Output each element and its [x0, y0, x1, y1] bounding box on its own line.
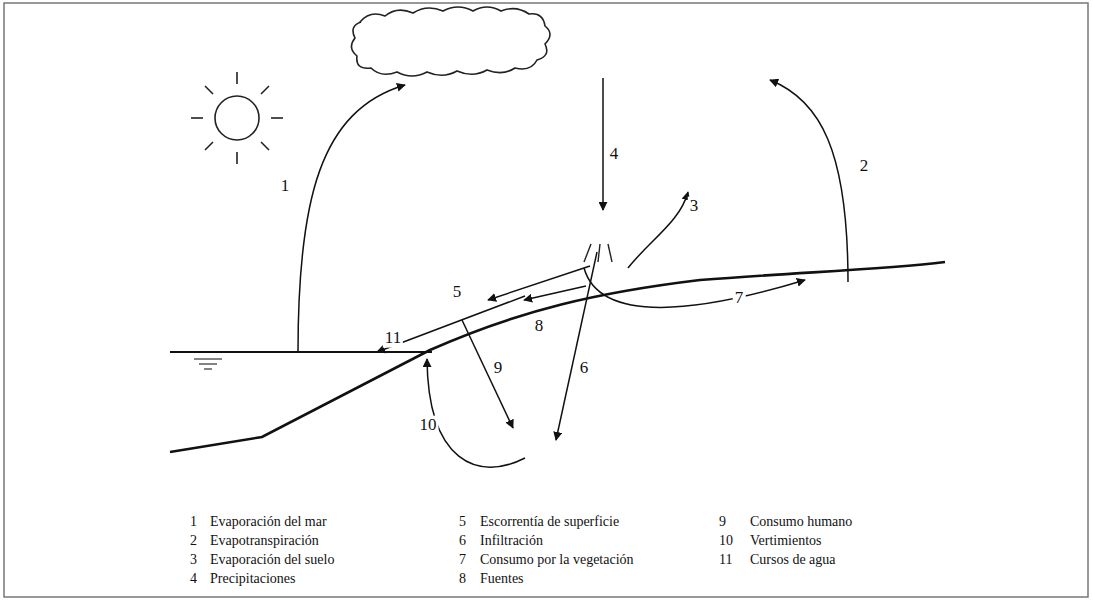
callout-number: 2 — [858, 157, 871, 176]
legend-text: Infiltración — [480, 533, 543, 548]
callout-number: 9 — [492, 359, 505, 378]
legend-text: Evapotranspiración — [210, 533, 319, 548]
callout-number: 10 — [418, 416, 439, 435]
callout-number: 11 — [383, 329, 403, 348]
callout-number: 7 — [733, 289, 746, 308]
legend-number: 9 — [719, 514, 726, 529]
legend-number: 5 — [459, 514, 466, 529]
legend-number: 8 — [459, 571, 466, 586]
callout-number: 8 — [533, 317, 546, 336]
legend-number: 11 — [719, 552, 732, 567]
legend-number: 4 — [190, 571, 197, 586]
callout-number: 3 — [688, 197, 701, 216]
callout-number: 4 — [608, 145, 621, 164]
callout-number: 5 — [451, 283, 464, 302]
legend-text: Cursos de agua — [750, 552, 836, 567]
legend-text: Evaporación del suelo — [210, 552, 334, 567]
legend-text: Evaporación del mar — [210, 514, 327, 529]
legend-number: 6 — [459, 533, 466, 548]
legend-text: Escorrentía de superficie — [480, 514, 619, 529]
callout-number: 1 — [279, 177, 292, 196]
legend-text: Fuentes — [480, 571, 524, 586]
legend-number: 7 — [459, 552, 466, 567]
legend-number: 2 — [190, 533, 197, 548]
legend-number: 3 — [190, 552, 197, 567]
legend-number: 1 — [190, 514, 197, 529]
legend-text: Consumo humano — [750, 514, 852, 529]
callout-number: 6 — [578, 359, 591, 378]
legend-text: Consumo por la vegetación — [480, 552, 634, 567]
legend-text: Vertimientos — [750, 533, 822, 548]
legend-number: 10 — [719, 533, 733, 548]
legend-text: Precipitaciones — [210, 571, 296, 586]
